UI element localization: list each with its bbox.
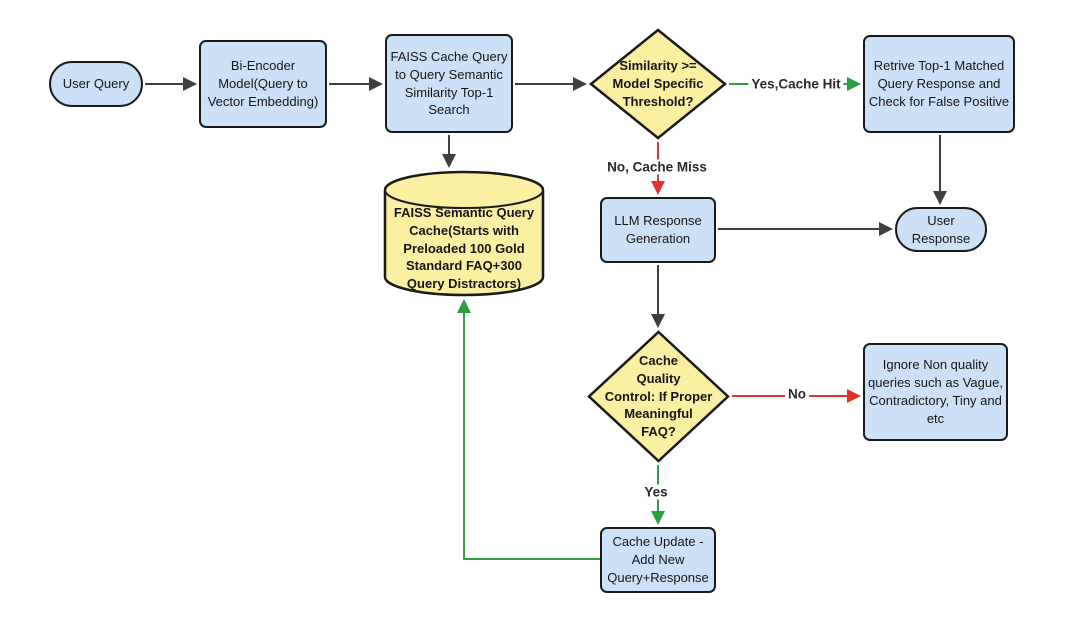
node-llm-generation-label: LLM Response Generation <box>614 213 702 246</box>
edge-label-no-cache-miss: No, Cache Miss <box>604 159 710 175</box>
node-bi-encoder[interactable]: Bi-Encoder Model(Query to Vector Embeddi… <box>199 40 327 128</box>
node-quality-decision[interactable]: Cache Quality Control: If Proper Meaning… <box>587 330 730 463</box>
node-bi-encoder-label: Bi-Encoder Model(Query to Vector Embeddi… <box>207 58 319 109</box>
diamond-shape <box>587 330 730 463</box>
node-similarity-decision[interactable]: Similarity >= Model Specific Threshold? <box>589 28 727 140</box>
node-user-response-label: User Response <box>911 212 971 246</box>
edge-label-yes: Yes <box>641 484 671 500</box>
node-faiss-search-label: FAISS Cache Query to Query Semantic Simi… <box>390 48 508 118</box>
edge-label-no: No <box>785 386 809 402</box>
node-retrieve-top1[interactable]: Retrive Top-1 Matched Query Response and… <box>863 35 1015 133</box>
node-quality-decision-label: Cache Quality Control: If Proper Meaning… <box>604 352 713 440</box>
node-faiss-cache-db-label: FAISS Semantic Query Cache(Starts with P… <box>393 204 535 292</box>
node-faiss-search[interactable]: FAISS Cache Query to Query Semantic Simi… <box>385 34 513 133</box>
node-cache-update[interactable]: Cache Update - Add New Query+Response <box>600 527 716 593</box>
node-cache-update-label: Cache Update - Add New Query+Response <box>607 534 709 585</box>
node-retrieve-top1-label: Retrive Top-1 Matched Query Response and… <box>868 58 1010 109</box>
edge-cache-update-to-cache-db <box>457 299 600 560</box>
node-ignore-queries[interactable]: Ignore Non quality queries such as Vague… <box>863 343 1008 441</box>
node-faiss-cache-db[interactable]: FAISS Semantic Query Cache(Starts with P… <box>383 170 545 297</box>
node-llm-generation[interactable]: LLM Response Generation <box>600 197 716 263</box>
node-ignore-queries-label: Ignore Non quality queries such as Vague… <box>868 357 1003 426</box>
database-cylinder-shape <box>383 170 545 297</box>
edge-label-yes-cache-hit: Yes,Cache Hit <box>748 76 844 92</box>
node-similarity-decision-label: Similarity >= Model Specific Threshold? <box>612 58 704 109</box>
node-user-query-label: User Query <box>62 76 130 92</box>
node-user-response[interactable]: User Response <box>895 207 987 252</box>
node-user-query[interactable]: User Query <box>49 61 143 107</box>
diamond-shape <box>589 28 727 140</box>
